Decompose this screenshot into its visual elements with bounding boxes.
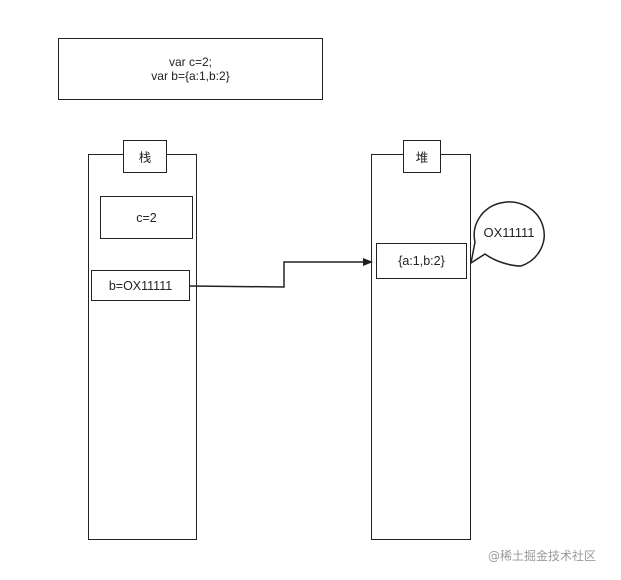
heap-title: 堆 — [403, 140, 441, 173]
stack-item-c: c=2 — [100, 196, 193, 239]
stack-item-b: b=OX11111 — [91, 270, 190, 301]
stack-title: 栈 — [123, 140, 167, 173]
code-line-2: var b={a:1,b:2} — [151, 69, 230, 83]
address-bubble-label: OX11111 — [483, 224, 535, 240]
reference-arrow — [189, 258, 373, 288]
heap-item-object: {a:1,b:2} — [376, 243, 467, 279]
address-bubble-shape — [470, 201, 545, 267]
code-line-1: var c=2; — [168, 55, 213, 69]
heap-column — [371, 154, 471, 540]
watermark: @稀土掘金技术社区 — [488, 549, 597, 563]
code-block: var c=2; var b={a:1,b:2} — [58, 38, 323, 100]
